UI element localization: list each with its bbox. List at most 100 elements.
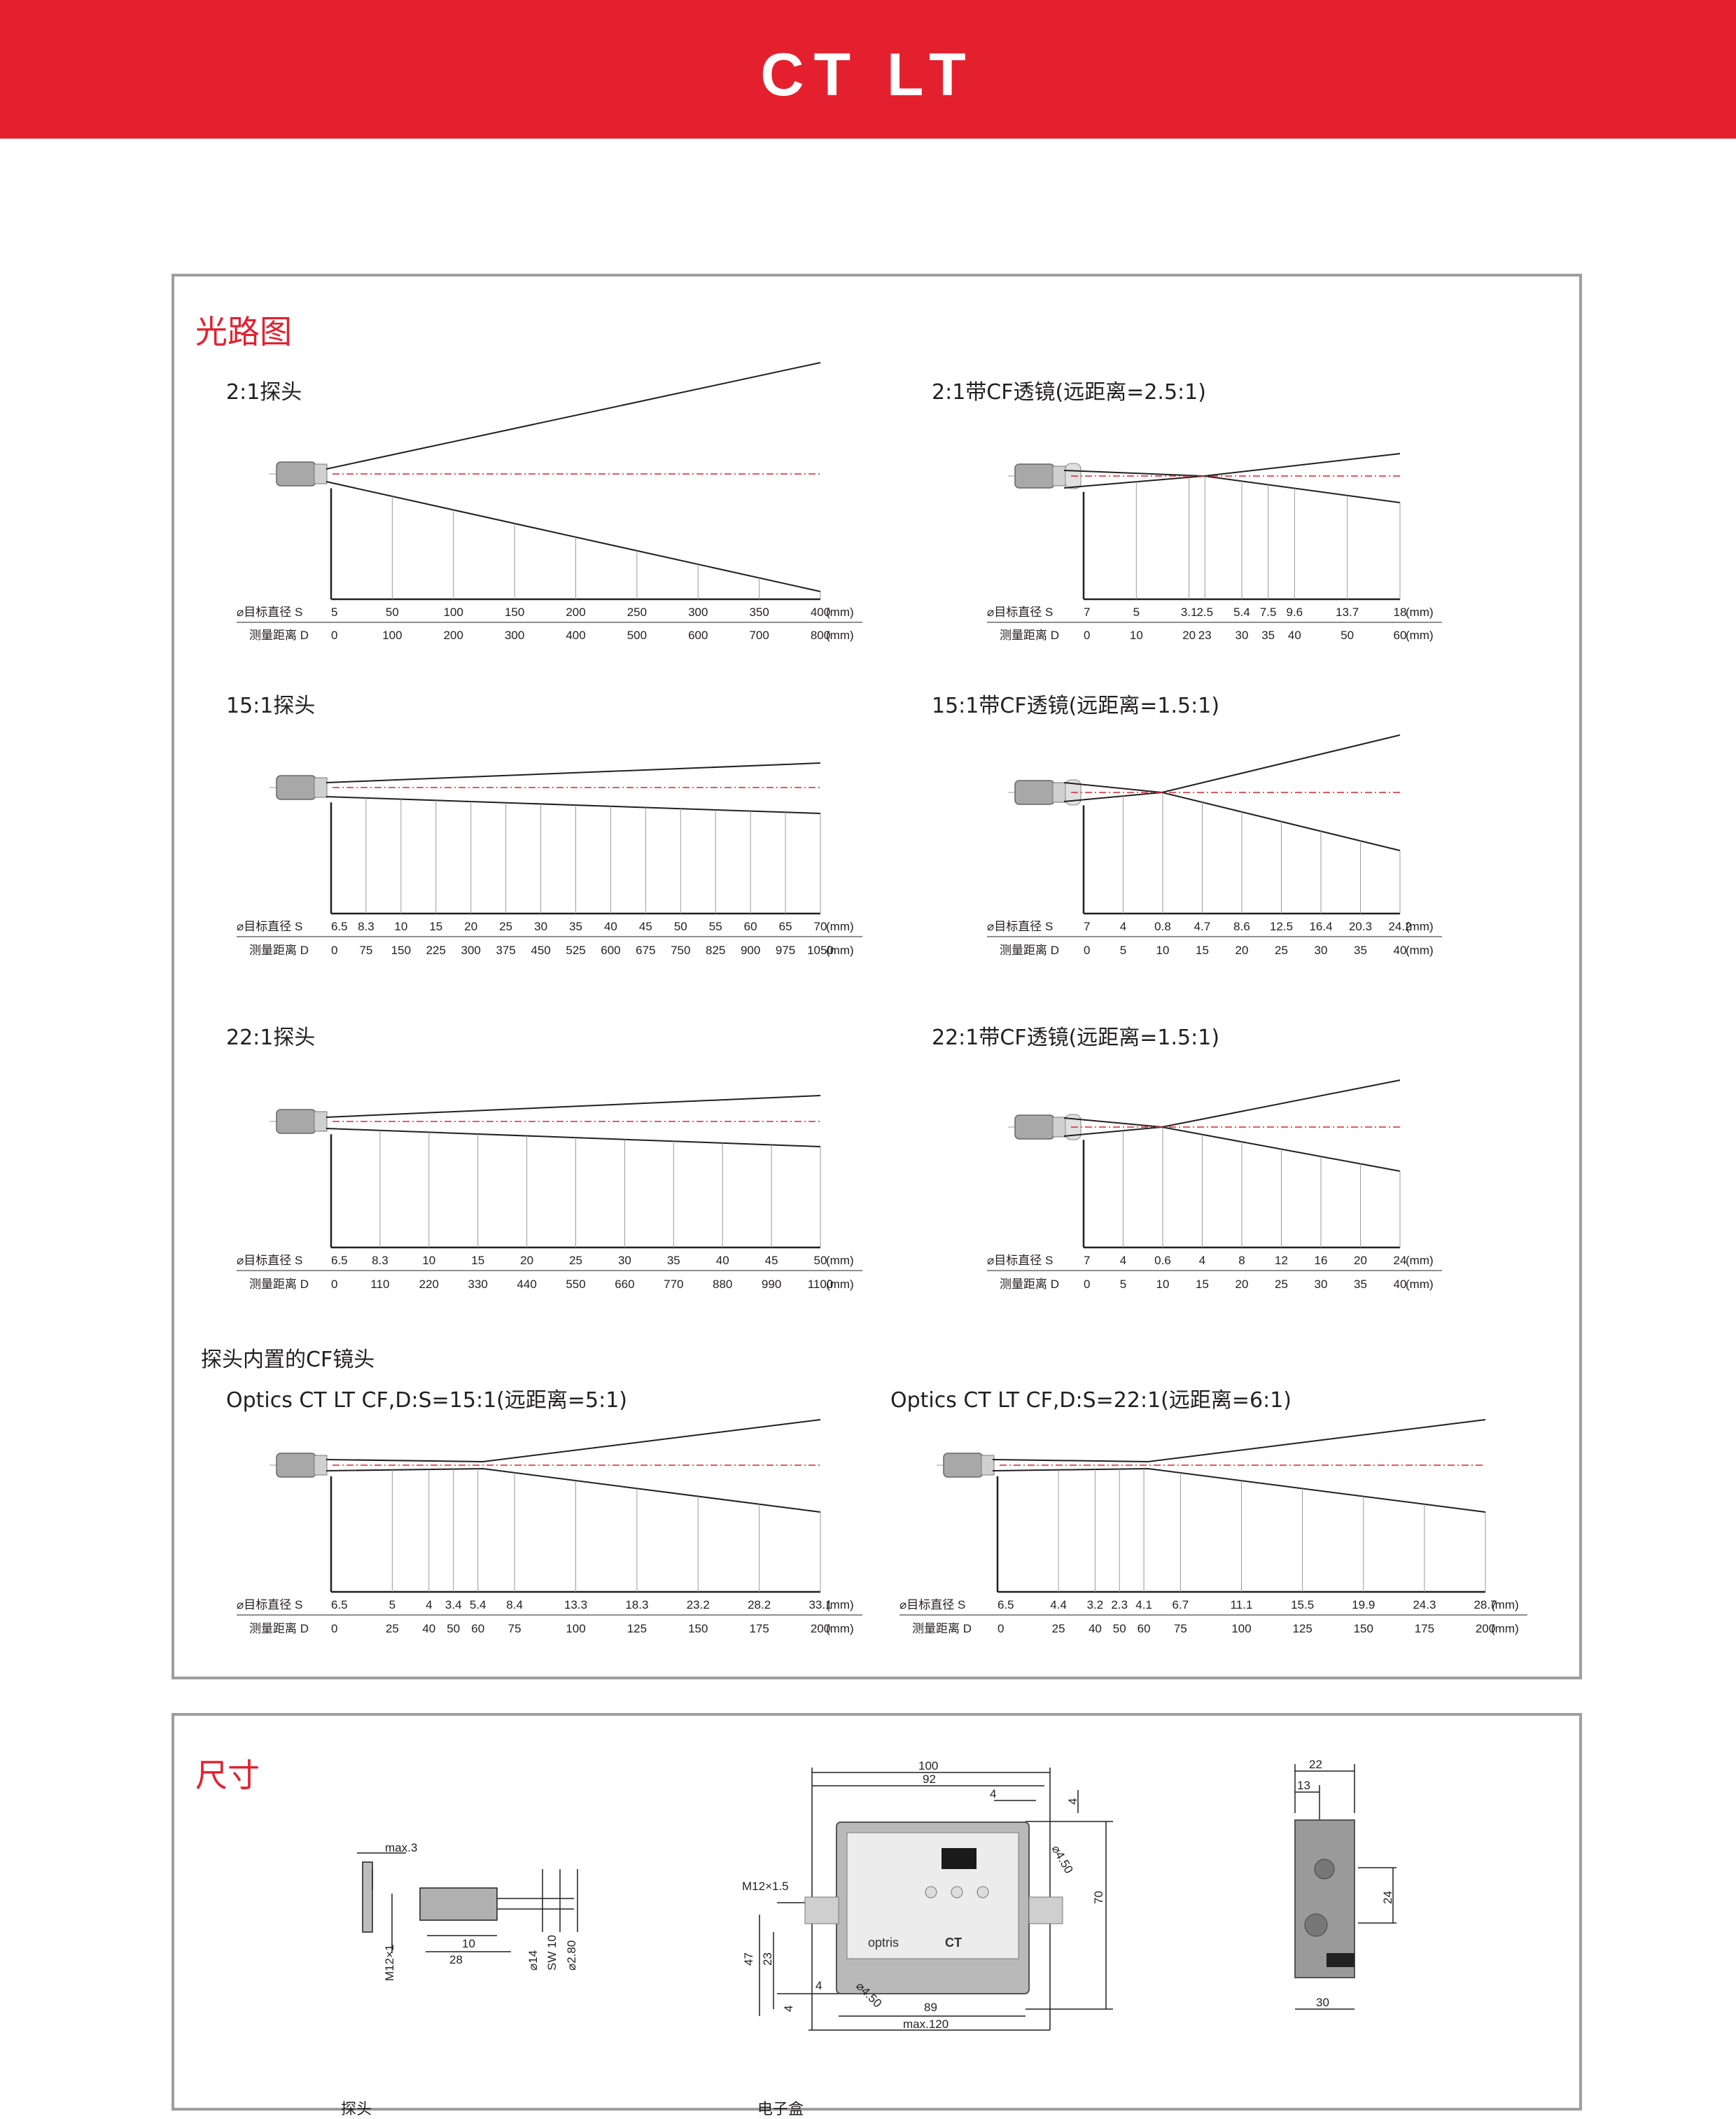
s-tick-label: 35 [569,920,582,933]
d-unit-label: (mm) [826,944,854,957]
s-tick-label: 50 [386,606,399,619]
d-tick-label: 0 [331,1278,337,1291]
s-axis-label: ⌀目标直径 S [237,1254,302,1267]
d-tick-label: 75 [359,944,372,957]
d-tick-label: 200 [444,629,463,642]
s-unit-label: (mm) [826,1598,854,1611]
s-tick-label: 10 [394,920,407,933]
s-tick-label: 300 [688,606,708,619]
s-tick-label: 2.3 [1111,1598,1128,1611]
s-tick-label: 19.9 [1352,1598,1375,1611]
d-tick-label: 40 [1288,629,1301,642]
s-tick-label: 45 [639,920,652,933]
s-axis-label: ⌀目标直径 S [987,920,1053,933]
d-axis-label: 测量距离 D [1000,629,1059,642]
d-tick-label: 50 [1113,1622,1126,1635]
s-tick-label: 13.7 [1336,606,1359,619]
s-unit-label: (mm) [826,920,854,933]
d-axis-label: 测量距离 D [912,1622,972,1635]
s-tick-label: 12 [1275,1254,1288,1267]
d-tick-label: 450 [531,944,550,957]
s-tick-label: 16 [1315,1254,1328,1267]
s-tick-label: 50 [814,1254,827,1267]
d-unit-label: (mm) [1406,1278,1434,1291]
s-tick-label: 15 [429,920,442,933]
s-tick-label: 3.2 [1087,1598,1104,1611]
probe-body [943,1453,983,1478]
s-unit-label: (mm) [1406,1254,1434,1267]
d-tick-label: 0 [331,629,337,642]
beam-lower-edge [326,1128,821,1147]
d-tick-label: 440 [517,1278,536,1291]
s-tick-label: 200 [566,606,585,619]
d-tick-label: 975 [776,944,795,957]
d-tick-label: 375 [496,944,515,957]
d-axis-label: 测量距离 D [249,1622,309,1635]
s-tick-label: 50 [674,920,687,933]
d-tick-label: 175 [749,1622,769,1635]
d-axis-label: 测量距离 D [249,1278,309,1291]
s-tick-label: 40 [604,920,617,933]
s-axis-label: ⌀目标直径 S [987,1254,1053,1267]
s-tick-label: 400 [811,606,830,619]
d-tick-label: 600 [601,944,620,957]
d-unit-label: (mm) [826,1278,854,1291]
s-tick-label: 4.7 [1194,920,1211,933]
d-tick-label: 770 [664,1278,683,1291]
s-tick-label: 7 [1084,920,1090,933]
probe-body [1014,463,1055,489]
beam-lower-edge [1063,1126,1401,1172]
s-tick-label: 24.3 [1413,1598,1436,1611]
d-tick-label: 50 [1340,629,1354,642]
s-tick-label: 8.3 [372,1254,388,1267]
s-axis-label: ⌀目标直径 S [237,606,302,619]
d-tick-label: 500 [627,629,647,642]
d-tick-label: 100 [1231,1622,1251,1635]
diagram-caption: Optics CT LT CF,D:S=15:1(远距离=5:1) [226,1388,627,1413]
s-tick-label: 20 [520,1254,533,1267]
d-tick-label: 35 [1354,1278,1367,1291]
s-tick-label: 5 [1133,606,1140,619]
d-tick-label: 300 [505,629,524,642]
beam-upper-edge [326,362,821,470]
beam-upper-edge [1063,734,1401,794]
d-tick-label: 40 [1088,1622,1102,1635]
probe-tip [314,1111,328,1132]
s-unit-label: (mm) [1491,1598,1519,1611]
box-label: 电子盒 [757,2101,804,2118]
s-tick-label: 8 [1238,1254,1245,1267]
optics-panel [172,274,1582,1679]
s-tick-label: 5 [331,606,337,619]
beam-upper-edge [326,1419,821,1463]
d-tick-label: 25 [1052,1622,1065,1635]
d-tick-label: 400 [566,629,585,642]
diagram-caption: 22:1探头 [226,1026,316,1050]
d-tick-label: 23 [1198,629,1212,642]
probe-body [276,1453,316,1478]
s-tick-label: 60 [744,920,757,933]
d-tick-label: 900 [741,944,760,957]
beam-lower-edge [1063,475,1401,503]
d-tick-label: 0 [1084,629,1090,642]
s-tick-label: 6.5 [331,1254,348,1267]
d-tick-label: 5 [1120,944,1126,957]
s-tick-label: 28.2 [748,1598,771,1611]
s-tick-label: 2.5 [1196,606,1213,619]
d-tick-label: 25 [386,1622,399,1635]
d-tick-label: 60 [1138,1622,1151,1635]
d-tick-label: 0 [1084,1278,1090,1291]
s-tick-label: 25 [569,1254,582,1267]
probe-body [276,775,316,800]
d-tick-label: 125 [1292,1622,1312,1635]
s-tick-label: 250 [627,606,647,619]
s-tick-label: 45 [765,1254,778,1267]
s-axis-label: ⌀目标直径 S [899,1598,965,1611]
probe-tip [981,1455,995,1476]
d-tick-label: 1100 [808,1278,834,1291]
s-unit-label: (mm) [826,1254,854,1267]
s-tick-label: 9.6 [1287,606,1303,619]
probe-tip [314,463,328,484]
d-tick-label: 50 [447,1622,460,1635]
probe-tip [1052,466,1066,487]
